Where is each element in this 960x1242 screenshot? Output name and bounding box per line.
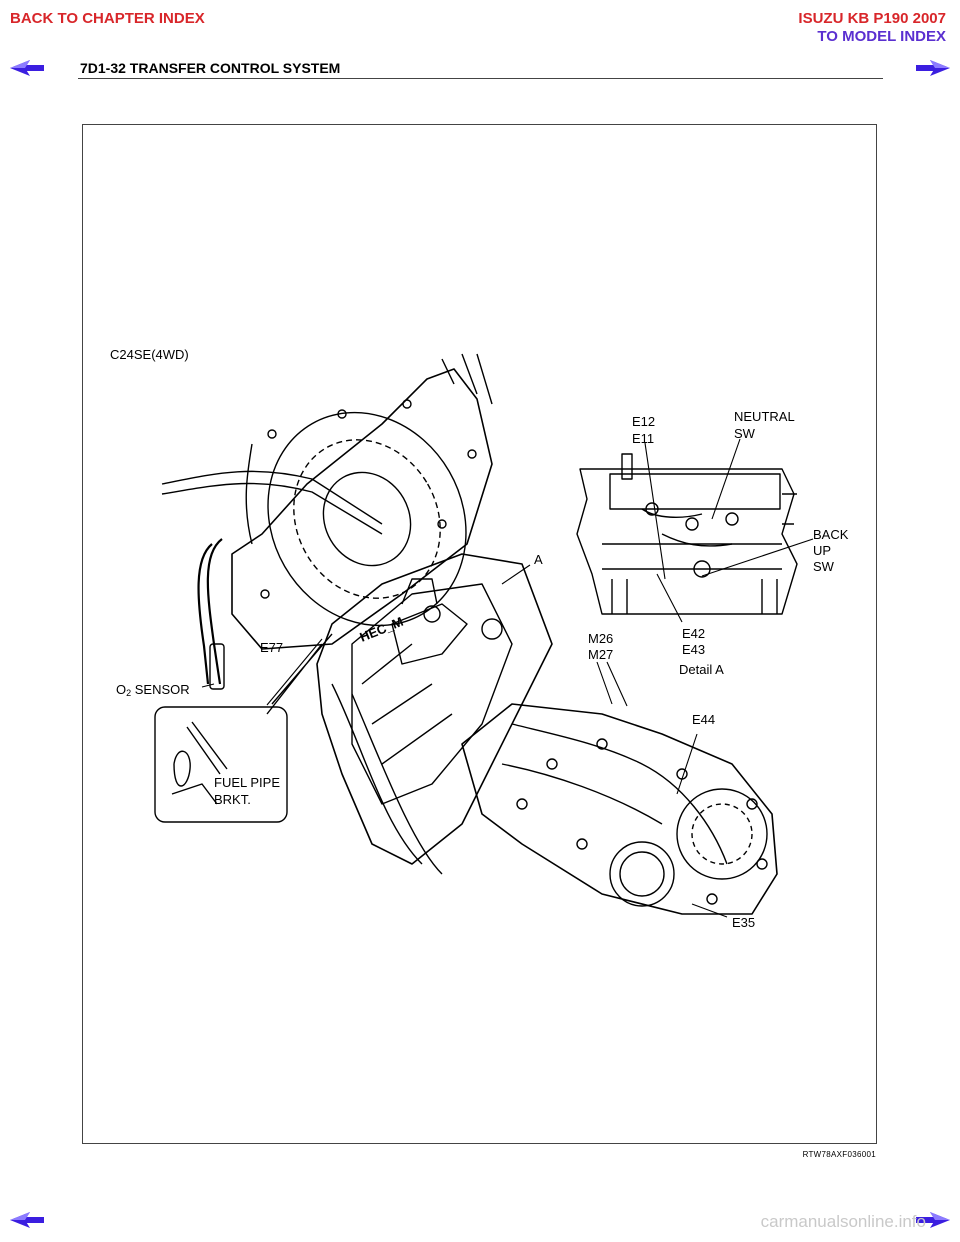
wire-harness-drawing — [161, 443, 383, 715]
connector-label-e43: E43 — [682, 642, 705, 657]
o2-sensor-label: O2 SENSOR — [116, 682, 190, 698]
connector-label-e35: E35 — [732, 915, 755, 930]
backup-switch-sw-label: SW — [813, 559, 835, 574]
transmission-case-drawing — [316, 553, 553, 875]
fuel-pipe-bracket-label: BRKT. — [214, 792, 251, 807]
watermark: carmanualsonline.info — [760, 1212, 926, 1231]
bottom-next-page-arrow-icon[interactable] — [914, 1210, 952, 1230]
connector-label-m27: M27 — [588, 647, 613, 662]
connector-label-e12: E12 — [632, 414, 655, 429]
transmission-diagram: C24SE(4WD) E12 E11 NEUTRAL SW BACK UP SW… — [110, 347, 849, 930]
to-model-index-text: TO MODEL INDEX — [817, 28, 946, 45]
header-divider — [78, 78, 883, 79]
fuel-pipe-bracket-inset — [154, 706, 288, 823]
detail-a-inset-drawing — [576, 453, 798, 615]
transfer-case-drawing — [461, 703, 778, 915]
callout-leader-lines — [201, 438, 814, 918]
bell-housing-drawing — [231, 353, 493, 650]
hec-stamp-label: HEC_M — [358, 614, 406, 645]
neutral-switch-sw-label: SW — [734, 426, 756, 441]
bottom-previous-page-arrow-icon[interactable] — [8, 1210, 46, 1230]
previous-page-arrow-icon[interactable] — [8, 58, 46, 78]
connector-label-e11: E11 — [632, 431, 654, 446]
fuel-pipe-label: FUEL PIPE — [214, 775, 280, 790]
connector-label-e44: E44 — [692, 712, 715, 727]
page-title: 7D1-32 TRANSFER CONTROL SYSTEM — [80, 60, 341, 76]
figure-code: RTW78AXF036001 — [802, 1150, 876, 1159]
connector-label-e77: E77 — [260, 640, 283, 655]
backup-switch-up-label: UP — [813, 543, 831, 558]
engine-label: C24SE(4WD) — [110, 347, 189, 362]
model-index-link[interactable]: ISUZU KB P190 2007 TO MODEL INDEX — [798, 10, 946, 46]
backup-switch-label: BACK — [813, 527, 849, 542]
connector-label-m26: M26 — [588, 631, 613, 646]
back-to-chapter-index-link[interactable]: BACK TO CHAPTER INDEX — [10, 10, 205, 27]
detail-a-caption: Detail A — [679, 662, 724, 677]
next-page-arrow-icon[interactable] — [914, 58, 952, 78]
detail-a-callout: A — [534, 552, 543, 567]
connector-label-e42: E42 — [682, 626, 705, 641]
model-name-text: ISUZU KB P190 2007 — [798, 10, 946, 27]
figure-frame — [82, 124, 877, 1144]
neutral-switch-label: NEUTRAL — [734, 409, 795, 424]
